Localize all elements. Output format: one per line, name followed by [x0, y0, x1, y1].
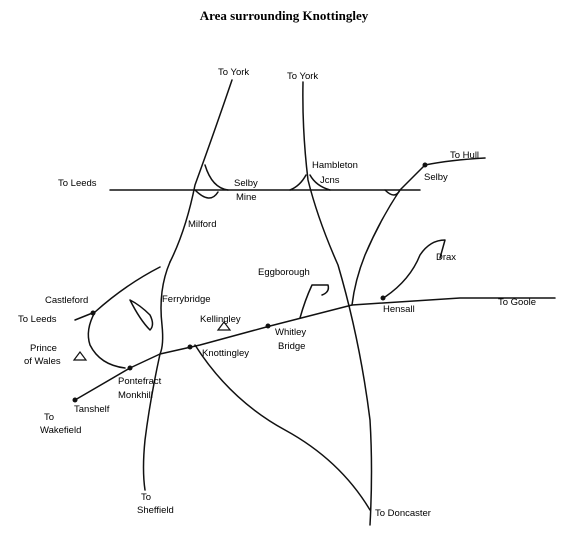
- label-to-doncaster: To Doncaster: [375, 508, 431, 519]
- label-to-sheffield-1: To: [141, 492, 151, 503]
- label-pontefract-1: Pontefract: [118, 376, 162, 387]
- label-to-york-east: To York: [287, 71, 318, 82]
- map-labels: To York To York To Leeds Selby Mine Hamb…: [18, 67, 536, 519]
- station-knottingley-dot: [187, 344, 193, 350]
- label-to-goole: To Goole: [498, 297, 536, 308]
- rail-lines: [74, 79, 556, 526]
- label-selby-mine-1: Selby: [234, 178, 258, 189]
- label-selby: Selby: [424, 172, 448, 183]
- label-pontefract-2: Monkhill: [118, 390, 153, 401]
- label-whitley-2: Bridge: [278, 341, 305, 352]
- label-kellingley: Kellingley: [200, 314, 241, 325]
- label-hambleton-2: Jcns: [320, 175, 340, 186]
- track-goole-pontefract: [74, 297, 556, 401]
- label-tanshelf: Tanshelf: [74, 404, 110, 415]
- label-milford: Milford: [188, 219, 217, 230]
- label-to-leeds-left: To Leeds: [18, 314, 57, 325]
- track-york-west: [169, 79, 233, 263]
- station-pontefract-dot: [127, 365, 133, 371]
- label-drax: Drax: [436, 252, 456, 263]
- station-selby-dot: [422, 162, 428, 168]
- track-castleford-loop: [129, 299, 154, 331]
- label-selby-mine-2: Mine: [236, 192, 257, 203]
- label-to-wakefield-1: To: [44, 412, 54, 423]
- track-hambleton-curve-w: [289, 174, 307, 191]
- label-eggborough: Eggborough: [258, 267, 310, 278]
- track-selby-mine-loop: [194, 189, 219, 199]
- station-hensall-dot: [380, 295, 386, 301]
- track-sheffield: [142, 353, 161, 491]
- kellingley-colliery-icon: [216, 321, 232, 331]
- label-castleford: Castleford: [45, 295, 88, 306]
- label-knottingley: Knottingley: [202, 348, 249, 359]
- station-whitley-dot: [265, 323, 271, 329]
- station-castleford-dot: [90, 310, 96, 316]
- prince-of-wales-colliery-icon: [72, 351, 88, 361]
- track-york-east-doncaster: [302, 81, 373, 526]
- label-to-sheffield-2: Sheffield: [137, 505, 174, 516]
- track-knottingley-doncaster: [194, 344, 371, 511]
- label-to-hull: To Hull: [450, 150, 479, 161]
- label-hambleton-1: Hambleton: [312, 160, 358, 171]
- track-drax-branch: [384, 239, 446, 298]
- track-prince-of-wales: [87, 311, 126, 369]
- label-prince-2: of Wales: [24, 356, 61, 367]
- track-selby-hensall: [351, 189, 401, 306]
- track-york-west-curve: [204, 164, 229, 191]
- label-hensall: Hensall: [383, 304, 415, 315]
- label-to-york-west: To York: [218, 67, 249, 78]
- map-title: Area surrounding Knottingley: [199, 8, 369, 23]
- label-to-wakefield-2: Wakefield: [40, 425, 81, 436]
- label-prince-1: Prince: [30, 343, 57, 354]
- label-whitley-1: Whitley: [275, 327, 306, 338]
- label-ferrybridge: Ferrybridge: [162, 294, 211, 305]
- track-hambleton-curve-e: [309, 174, 331, 191]
- track-ferrybridge-loop: [159, 261, 171, 355]
- station-tanshelf-dot: [72, 397, 78, 403]
- label-to-leeds-top: To Leeds: [58, 178, 97, 189]
- track-eggborough: [299, 284, 330, 319]
- station-markers: [72, 162, 428, 403]
